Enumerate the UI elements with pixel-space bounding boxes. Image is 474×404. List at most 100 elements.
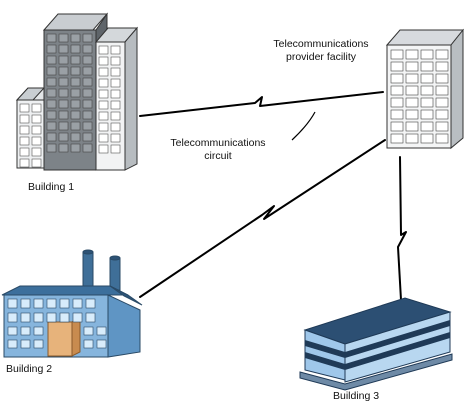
window	[82, 132, 93, 142]
window	[19, 114, 30, 124]
building1-label: Building 1	[28, 181, 75, 193]
window	[83, 339, 94, 349]
circuit-label-line2: circuit	[204, 150, 232, 162]
window	[98, 89, 109, 99]
window-band	[305, 352, 345, 370]
window	[435, 109, 449, 120]
window	[85, 298, 96, 309]
window	[435, 133, 449, 144]
window	[435, 49, 449, 60]
window	[435, 85, 449, 96]
window	[58, 110, 69, 120]
window	[7, 339, 18, 349]
window	[19, 158, 30, 168]
window	[98, 133, 109, 143]
window	[72, 312, 83, 323]
window-band	[345, 320, 450, 358]
window	[420, 61, 434, 72]
provider-label-line2: provider facility	[285, 51, 357, 63]
window	[420, 133, 434, 144]
window	[70, 110, 81, 120]
window	[390, 97, 404, 108]
window-band	[345, 332, 450, 370]
window	[110, 56, 121, 66]
window	[58, 132, 69, 142]
window	[85, 312, 96, 323]
circuit-line-building3	[397, 156, 407, 301]
window	[46, 77, 57, 87]
window	[70, 66, 81, 76]
window	[98, 100, 109, 110]
window	[110, 67, 121, 77]
window	[405, 121, 419, 132]
circuit-line-building2	[139, 139, 386, 298]
window	[390, 61, 404, 72]
office-towers-windows	[19, 33, 121, 168]
window	[110, 89, 121, 99]
window	[98, 45, 109, 55]
window	[46, 66, 57, 76]
window	[31, 147, 42, 157]
window	[110, 100, 121, 110]
window	[405, 109, 419, 120]
window	[58, 143, 69, 153]
window	[20, 312, 31, 323]
window	[46, 121, 57, 131]
window	[420, 109, 434, 120]
window	[72, 298, 83, 309]
window	[420, 85, 434, 96]
circuit-line-building1	[139, 91, 384, 117]
window	[405, 61, 419, 72]
window	[82, 99, 93, 109]
window	[70, 33, 81, 43]
window	[420, 49, 434, 60]
building2-label: Building 2	[6, 363, 53, 375]
circuit-lines	[139, 91, 407, 301]
window	[82, 88, 93, 98]
window	[58, 99, 69, 109]
window	[390, 73, 404, 84]
window	[405, 49, 419, 60]
window	[33, 312, 44, 323]
window	[59, 298, 70, 309]
window	[435, 73, 449, 84]
window	[20, 298, 31, 309]
window	[46, 143, 57, 153]
window	[390, 49, 404, 60]
window	[58, 121, 69, 131]
window	[19, 125, 30, 135]
window	[110, 122, 121, 132]
window	[46, 298, 57, 309]
window	[46, 312, 57, 323]
window	[98, 111, 109, 121]
window	[46, 33, 57, 43]
circuit-label-line1: Telecommunications	[170, 137, 266, 149]
window	[33, 326, 44, 336]
window	[46, 88, 57, 98]
window	[110, 133, 121, 143]
window	[31, 136, 42, 146]
circuit-label-pointer	[291, 111, 316, 141]
window	[82, 77, 93, 87]
window	[46, 55, 57, 65]
window	[46, 99, 57, 109]
provider-building-windows	[390, 49, 449, 144]
window	[98, 122, 109, 132]
provider-label-line1: Telecommunications	[273, 38, 369, 50]
window	[110, 78, 121, 88]
window	[46, 44, 57, 54]
window	[435, 121, 449, 132]
window	[31, 103, 42, 113]
window	[82, 66, 93, 76]
window	[70, 88, 81, 98]
window	[110, 144, 121, 154]
window	[420, 73, 434, 84]
window	[70, 121, 81, 131]
window	[20, 326, 31, 336]
window	[58, 44, 69, 54]
window	[31, 114, 42, 124]
window	[435, 61, 449, 72]
window	[58, 66, 69, 76]
window	[110, 45, 121, 55]
